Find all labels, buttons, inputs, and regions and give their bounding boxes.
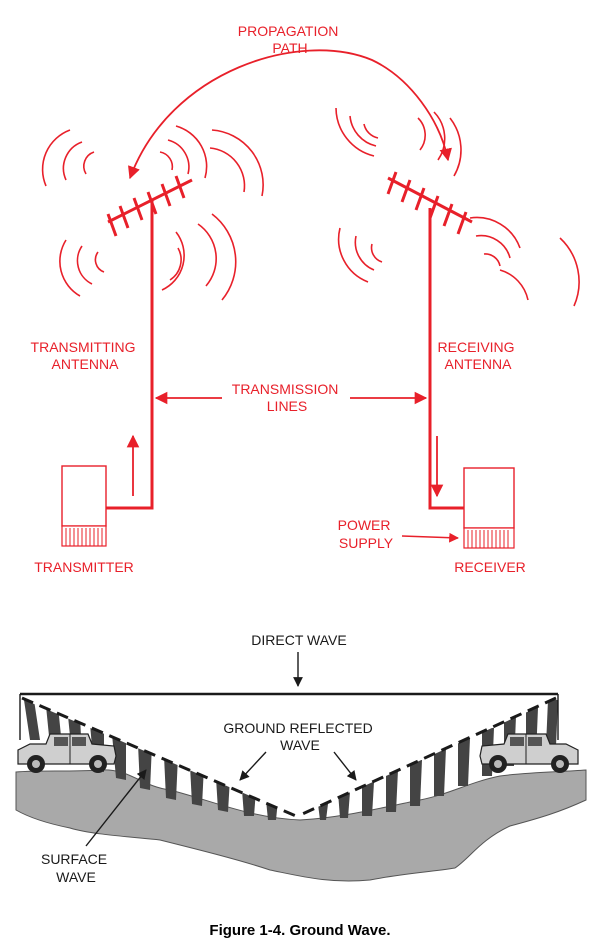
receiver-box (463, 467, 515, 549)
power-supply-label: POWER SUPPLY (338, 517, 395, 551)
figure-caption: Figure 1-4. Ground Wave. (209, 922, 390, 939)
transmitter-label: TRANSMITTER (34, 559, 134, 575)
ground-reflected-wave-label: GROUND REFLECTED WAVE (223, 720, 376, 753)
humvee-vehicle-icon (17, 733, 117, 773)
ground-wave-diagram: DIRECT WAVE GROUND REFLECTED WAVE SURFAC… (15, 632, 587, 885)
power-supply-arrow (401, 532, 459, 543)
ground-reflected-wave-lines (21, 696, 557, 818)
propagation-path-arrow (128, 49, 452, 180)
transmitting-antenna-label: TRANSMITTING ANTENNA (31, 339, 140, 372)
radio-wave-arcs-icon (41, 107, 580, 307)
transmission-lines-label: TRANSMISSION LINES (232, 381, 342, 414)
propagation-path-label: PROPAGATION PATH (238, 23, 343, 56)
ground-reflected-right-arrow (333, 751, 357, 781)
receiver-label: RECEIVER (454, 559, 526, 575)
ground-reflected-left-arrow (239, 751, 267, 781)
direct-wave-label: DIRECT WAVE (251, 632, 346, 648)
yagi-antenna-icon (106, 175, 193, 237)
humvee-vehicle-icon (479, 733, 579, 773)
surface-wave-label: SURFACE WAVE (41, 851, 111, 885)
feed-line (106, 208, 464, 510)
surface-wave-arrow (85, 769, 147, 847)
transmitter-box (61, 465, 107, 547)
transmission-diagram: PROPAGATION PATH TRANSMITTING ANTENNA RE… (31, 23, 580, 575)
receiving-antenna-label: RECEIVING ANTENNA (438, 339, 519, 372)
